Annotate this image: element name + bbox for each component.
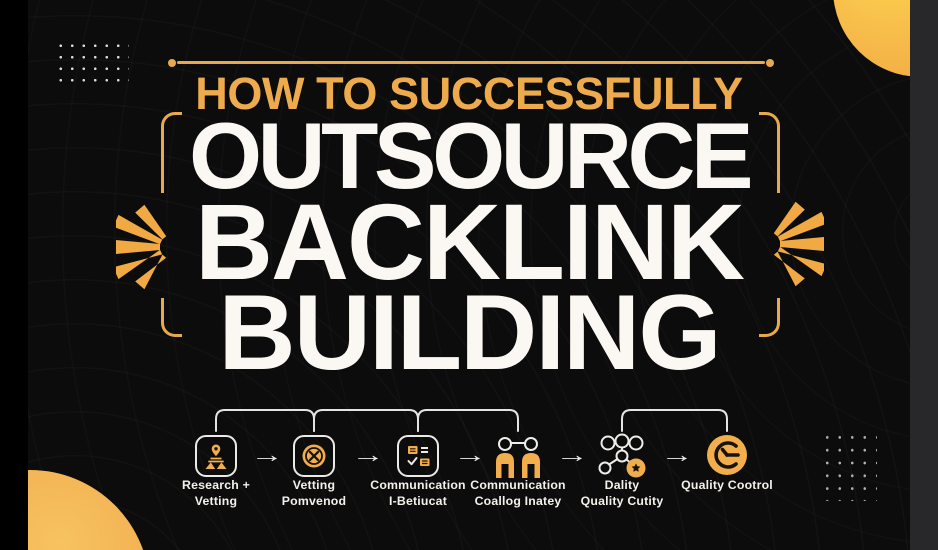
title-bracket-bottom-left — [161, 298, 182, 337]
title-line-3: BUILDING — [218, 272, 721, 392]
vetting-badge-icon — [302, 444, 326, 468]
step-label: Quality Cootrol — [681, 478, 773, 492]
flow-arrow-icon: → — [453, 442, 487, 467]
title-line-2: BACKLINK — [195, 181, 745, 302]
flow-step-research — [195, 435, 237, 477]
map-route-icon — [205, 444, 227, 469]
dot-grid-top-left — [55, 40, 129, 90]
right-edge-band — [910, 0, 938, 550]
flow-step-quality-network — [596, 433, 648, 485]
accent-line-dot-left — [168, 58, 176, 67]
accent-line-dot-right — [766, 58, 774, 67]
burst-right-icon — [773, 201, 824, 287]
team-people-icon — [496, 437, 540, 478]
network-rating-icon — [598, 433, 646, 478]
flow-step-communication-checklist — [397, 435, 439, 477]
step-label: Research + Vetting — [182, 478, 250, 508]
title-accent-line — [177, 61, 765, 64]
flow-arrow-icon: → — [660, 442, 694, 467]
step-label: Vetting Pomvenod — [281, 478, 347, 508]
flow-arrow-icon: → — [555, 442, 589, 467]
title-eyebrow: HOW TO SUCCESSFULLY — [195, 68, 743, 119]
dot-grid-bottom-right — [821, 431, 877, 501]
flow-step-quality-control — [705, 433, 749, 482]
title-bracket-bottom-right — [759, 298, 780, 337]
step-label: Dality Quality Cutity — [580, 478, 664, 508]
step-label: Communication Coallog Inatey — [470, 478, 566, 508]
title-line-1: OUTSOURCE — [188, 103, 754, 208]
left-edge-band — [0, 0, 28, 550]
burst-left-icon — [116, 204, 167, 290]
quality-control-clock-icon — [707, 435, 747, 475]
checklist-doc-icon — [407, 446, 430, 466]
title-bracket-top-right — [759, 112, 780, 193]
flow-step-vetting — [293, 435, 335, 477]
step-label: Communication I-Betiucat — [370, 478, 466, 508]
flow-arrow-icon: → — [250, 442, 284, 467]
flow-step-communication-team — [491, 436, 545, 483]
title-bracket-top-left — [161, 112, 182, 193]
flow-arrow-icon: → — [351, 442, 385, 467]
